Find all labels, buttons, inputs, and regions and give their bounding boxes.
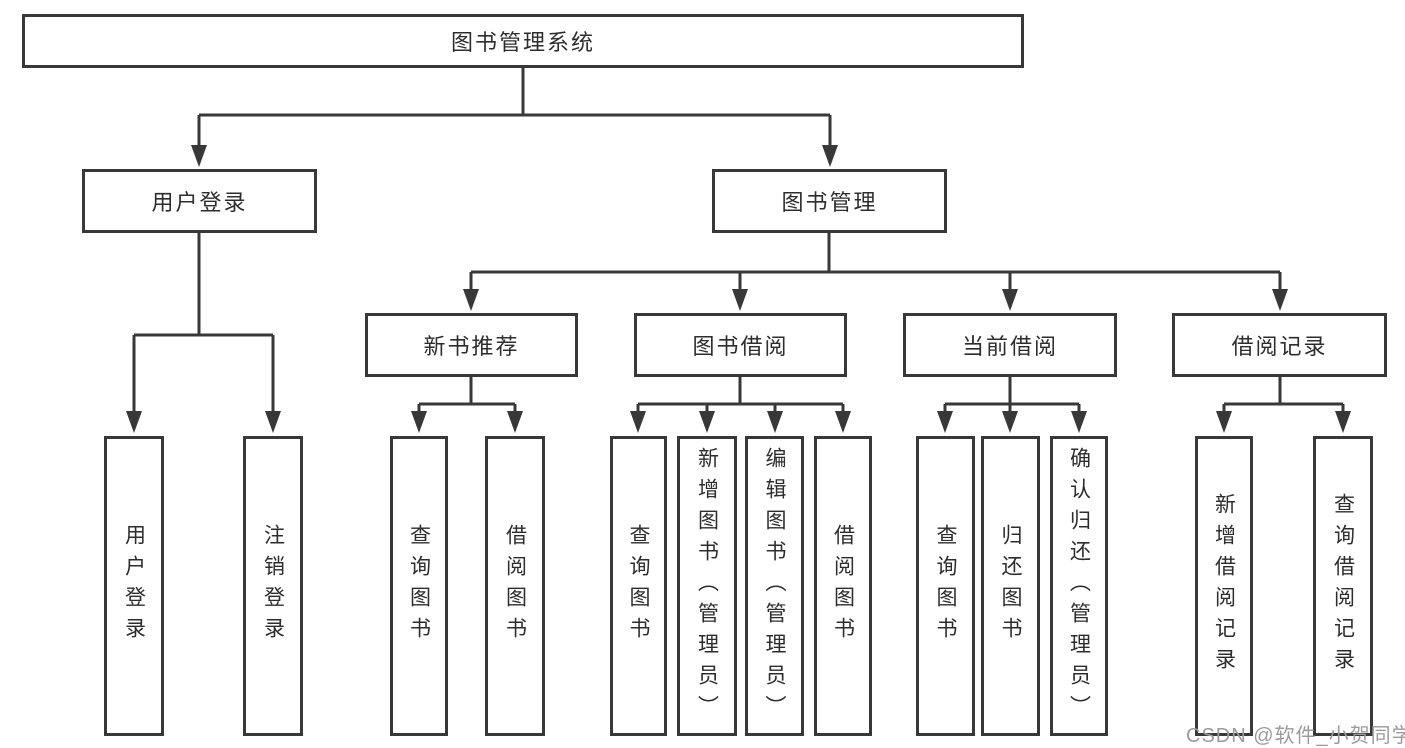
leaf-user-login-label: 用户登录 <box>122 524 146 648</box>
leaf-newbook-borrow-books: 借阅图书 <box>485 436 545 736</box>
leaf-records-query-record: 查询借阅记录 <box>1313 436 1373 736</box>
leaf-borrow-borrow-books-label: 借阅图书 <box>831 524 855 648</box>
leaf-records-add-record-label: 新增借阅记录 <box>1212 493 1236 679</box>
node-current-borrow: 当前借阅 <box>903 313 1117 377</box>
csdn-watermark: CSDN @软件_小贺同学 <box>1186 725 1405 747</box>
leaf-borrow-borrow-books: 借阅图书 <box>814 436 872 736</box>
leaf-user-login: 用户登录 <box>104 436 164 736</box>
node-borrow-records-label: 借阅记录 <box>1231 334 1328 359</box>
node-library-system: 图书管理系统 <box>22 14 1024 68</box>
leaf-current-query-books: 查询图书 <box>916 436 975 736</box>
leaf-current-confirm-return-admin-label: 确认归还（管理员） <box>1067 446 1091 726</box>
leaf-current-return-books-label: 归还图书 <box>999 524 1022 648</box>
leaf-borrow-add-books-admin-label: 新增图书（管理员） <box>695 446 719 726</box>
connector-userlogin-to-leaves <box>126 233 281 433</box>
leaf-current-return-books: 归还图书 <box>981 436 1040 736</box>
node-library-system-label: 图书管理系统 <box>450 30 595 55</box>
node-user-login-branch-label: 用户登录 <box>151 190 248 215</box>
leaf-borrow-edit-books-admin: 编辑图书（管理员） <box>745 436 804 736</box>
node-book-borrow-label: 图书借阅 <box>692 334 789 359</box>
connector-newbook-to-leaves <box>411 377 523 433</box>
leaf-borrow-query-books: 查询图书 <box>610 436 667 736</box>
leaf-borrow-edit-books-admin-label: 编辑图书（管理员） <box>763 446 786 726</box>
node-new-book-recommend: 新书推荐 <box>365 313 578 377</box>
leaf-borrow-query-books-label: 查询图书 <box>627 524 650 648</box>
connector-current-to-leaves <box>937 377 1087 433</box>
node-book-management-branch: 图书管理 <box>712 169 947 233</box>
node-user-login-branch: 用户登录 <box>82 169 317 233</box>
leaf-current-confirm-return-admin: 确认归还（管理员） <box>1050 436 1108 736</box>
leaf-logout-label: 注销登录 <box>261 524 285 648</box>
node-new-book-recommend-label: 新书推荐 <box>423 334 520 359</box>
node-book-management-branch-label: 图书管理 <box>781 190 878 215</box>
node-borrow-records: 借阅记录 <box>1172 313 1387 377</box>
leaf-borrow-add-books-admin: 新增图书（管理员） <box>677 436 737 736</box>
connector-records-to-leaves <box>1216 377 1351 433</box>
connector-root-to-level2 <box>191 68 838 167</box>
leaf-records-add-record: 新增借阅记录 <box>1195 436 1253 736</box>
leaf-newbook-query-books: 查询图书 <box>390 436 448 736</box>
leaf-current-query-books-label: 查询图书 <box>934 524 957 648</box>
leaf-logout: 注销登录 <box>243 436 303 736</box>
connector-bookmgmt-to-level3 <box>463 233 1288 311</box>
leaf-newbook-query-books-label: 查询图书 <box>407 524 431 648</box>
leaf-newbook-borrow-books-label: 借阅图书 <box>503 524 527 648</box>
leaf-records-query-record-label: 查询借阅记录 <box>1331 493 1355 679</box>
node-current-borrow-label: 当前借阅 <box>961 334 1058 359</box>
connector-borrow-to-leaves <box>630 377 851 433</box>
node-book-borrow: 图书借阅 <box>634 313 847 377</box>
